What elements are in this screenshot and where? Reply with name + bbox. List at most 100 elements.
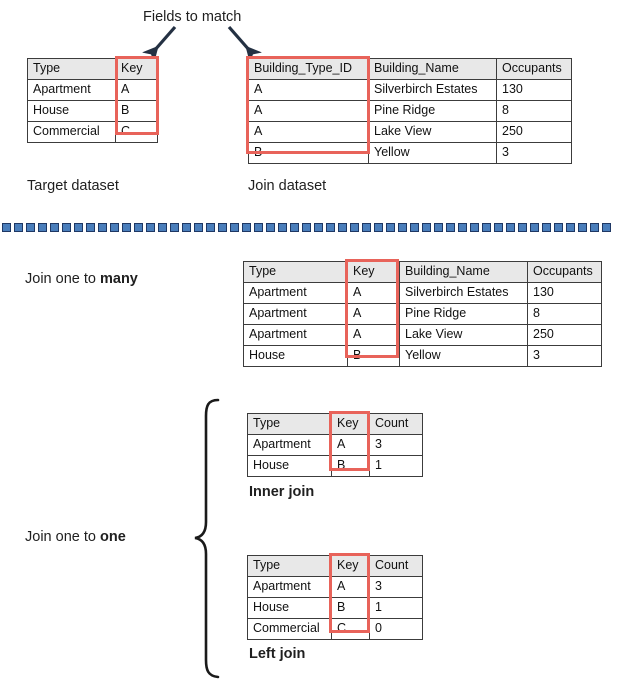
cell-count: 1	[369, 455, 423, 477]
cell-type: Apartment	[243, 282, 348, 304]
cell-key: A	[331, 434, 370, 456]
table-row: B Yellow 3	[248, 142, 572, 164]
join-dataset-caption: Join dataset	[248, 178, 327, 194]
cell-occupants: 3	[527, 345, 602, 367]
cell-occupants: 250	[527, 324, 602, 346]
cell-building-name: Yellow	[399, 345, 528, 367]
left-join-result-table: Type Key Count Apartment A 3 House B 1 C…	[247, 555, 423, 640]
cell-occupants: 8	[527, 303, 602, 325]
target-dataset-caption: Target dataset	[27, 178, 119, 194]
inner-join-result-table: Type Key Count Apartment A 3 House B 1	[247, 413, 423, 477]
cell-count: 3	[369, 576, 423, 598]
column-header-key: Key	[331, 555, 370, 577]
join-dataset-table: Building_Type_ID Building_Name Occupants…	[248, 58, 572, 164]
cell-type: Commercial	[247, 618, 332, 640]
table-header-row: Type Key Count	[247, 555, 423, 577]
table-row: House B 1	[247, 597, 423, 619]
cell-key: B	[115, 100, 158, 122]
column-header-count: Count	[369, 413, 423, 435]
table-header-row: Type Key Building_Name Occupants	[243, 261, 602, 283]
cell-count: 1	[369, 597, 423, 619]
table-row: A Silverbirch Estates 130	[248, 79, 572, 101]
cell-building-name: Yellow	[368, 142, 497, 164]
cell-building-type-id: B	[248, 142, 369, 164]
column-header-occupants: Occupants	[527, 261, 602, 283]
cell-type: Commercial	[27, 121, 116, 143]
cell-occupants: 8	[496, 100, 572, 122]
column-header-key: Key	[347, 261, 400, 283]
target-dataset-table: Type Key Apartment A House B Commercial …	[27, 58, 158, 143]
cell-occupants: 250	[496, 121, 572, 143]
cell-type: House	[247, 597, 332, 619]
column-header-building-name: Building_Name	[368, 58, 497, 80]
cell-type: House	[243, 345, 348, 367]
cell-type: House	[27, 100, 116, 122]
cell-key: B	[331, 597, 370, 619]
column-header-type: Type	[247, 555, 332, 577]
cell-key: A	[347, 303, 400, 325]
cell-type: Apartment	[247, 434, 332, 456]
cell-type: Apartment	[247, 576, 332, 598]
join-one-to-many-label: Join one to many	[25, 270, 138, 288]
fields-to-match-annotation: Fields to match	[143, 9, 242, 25]
one-to-one-brace-icon	[194, 398, 220, 679]
column-header-count: Count	[369, 555, 423, 577]
cell-count: 0	[369, 618, 423, 640]
column-header-type: Type	[247, 413, 332, 435]
arrow-to-join-key-icon	[227, 25, 262, 64]
column-header-key: Key	[115, 58, 158, 80]
column-header-building-name: Building_Name	[399, 261, 528, 283]
column-header-type: Type	[27, 58, 116, 80]
table-row: Apartment A 3	[247, 434, 423, 456]
cell-type: House	[247, 455, 332, 477]
join-one-to-one-emphasis: one	[99, 529, 126, 545]
table-header-row: Type Key Count	[247, 413, 423, 435]
cell-building-name: Silverbirch Estates	[399, 282, 528, 304]
table-row: A Pine Ridge 8	[248, 100, 572, 122]
cell-type: Apartment	[243, 324, 348, 346]
table-row: A Lake View 250	[248, 121, 572, 143]
cell-occupants: 130	[496, 79, 572, 101]
cell-building-type-id: A	[248, 121, 369, 143]
join-one-to-one-label: Join one to one	[25, 528, 126, 546]
cell-occupants: 3	[496, 142, 572, 164]
cell-building-type-id: A	[248, 79, 369, 101]
table-row: House B	[27, 100, 158, 122]
section-divider	[2, 223, 617, 232]
left-join-caption: Left join	[249, 646, 306, 662]
cell-building-type-id: A	[248, 100, 369, 122]
table-header-row: Building_Type_ID Building_Name Occupants	[248, 58, 572, 80]
cell-building-name: Lake View	[368, 121, 497, 143]
cell-building-name: Silverbirch Estates	[368, 79, 497, 101]
cell-key: C	[115, 121, 158, 143]
table-row: House B 1	[247, 455, 423, 477]
cell-key: A	[347, 282, 400, 304]
inner-join-caption: Inner join	[249, 484, 315, 500]
cell-key: A	[347, 324, 400, 346]
cell-building-name: Pine Ridge	[368, 100, 497, 122]
cell-count: 3	[369, 434, 423, 456]
cell-key: A	[331, 576, 370, 598]
join-one-to-one-prefix: Join one to	[25, 529, 100, 545]
one-to-many-result-table: Type Key Building_Name Occupants Apartme…	[243, 261, 602, 367]
table-row: Apartment A	[27, 79, 158, 101]
table-row: Commercial C	[27, 121, 158, 143]
column-header-type: Type	[243, 261, 348, 283]
cell-type: Apartment	[27, 79, 116, 101]
table-row: House B Yellow 3	[243, 345, 602, 367]
cell-type: Apartment	[243, 303, 348, 325]
cell-key: A	[115, 79, 158, 101]
table-row: Apartment A Silverbirch Estates 130	[243, 282, 602, 304]
cell-occupants: 130	[527, 282, 602, 304]
column-header-building-type-id: Building_Type_ID	[248, 58, 369, 80]
column-header-key: Key	[331, 413, 370, 435]
cell-key: B	[347, 345, 400, 367]
table-row: Commercial C 0	[247, 618, 423, 640]
cell-building-name: Pine Ridge	[399, 303, 528, 325]
table-row: Apartment A Lake View 250	[243, 324, 602, 346]
cell-key: B	[331, 455, 370, 477]
join-one-to-many-prefix: Join one to	[25, 271, 100, 287]
arrow-to-target-key-icon	[142, 25, 177, 64]
table-row: Apartment A 3	[247, 576, 423, 598]
cell-building-name: Lake View	[399, 324, 528, 346]
